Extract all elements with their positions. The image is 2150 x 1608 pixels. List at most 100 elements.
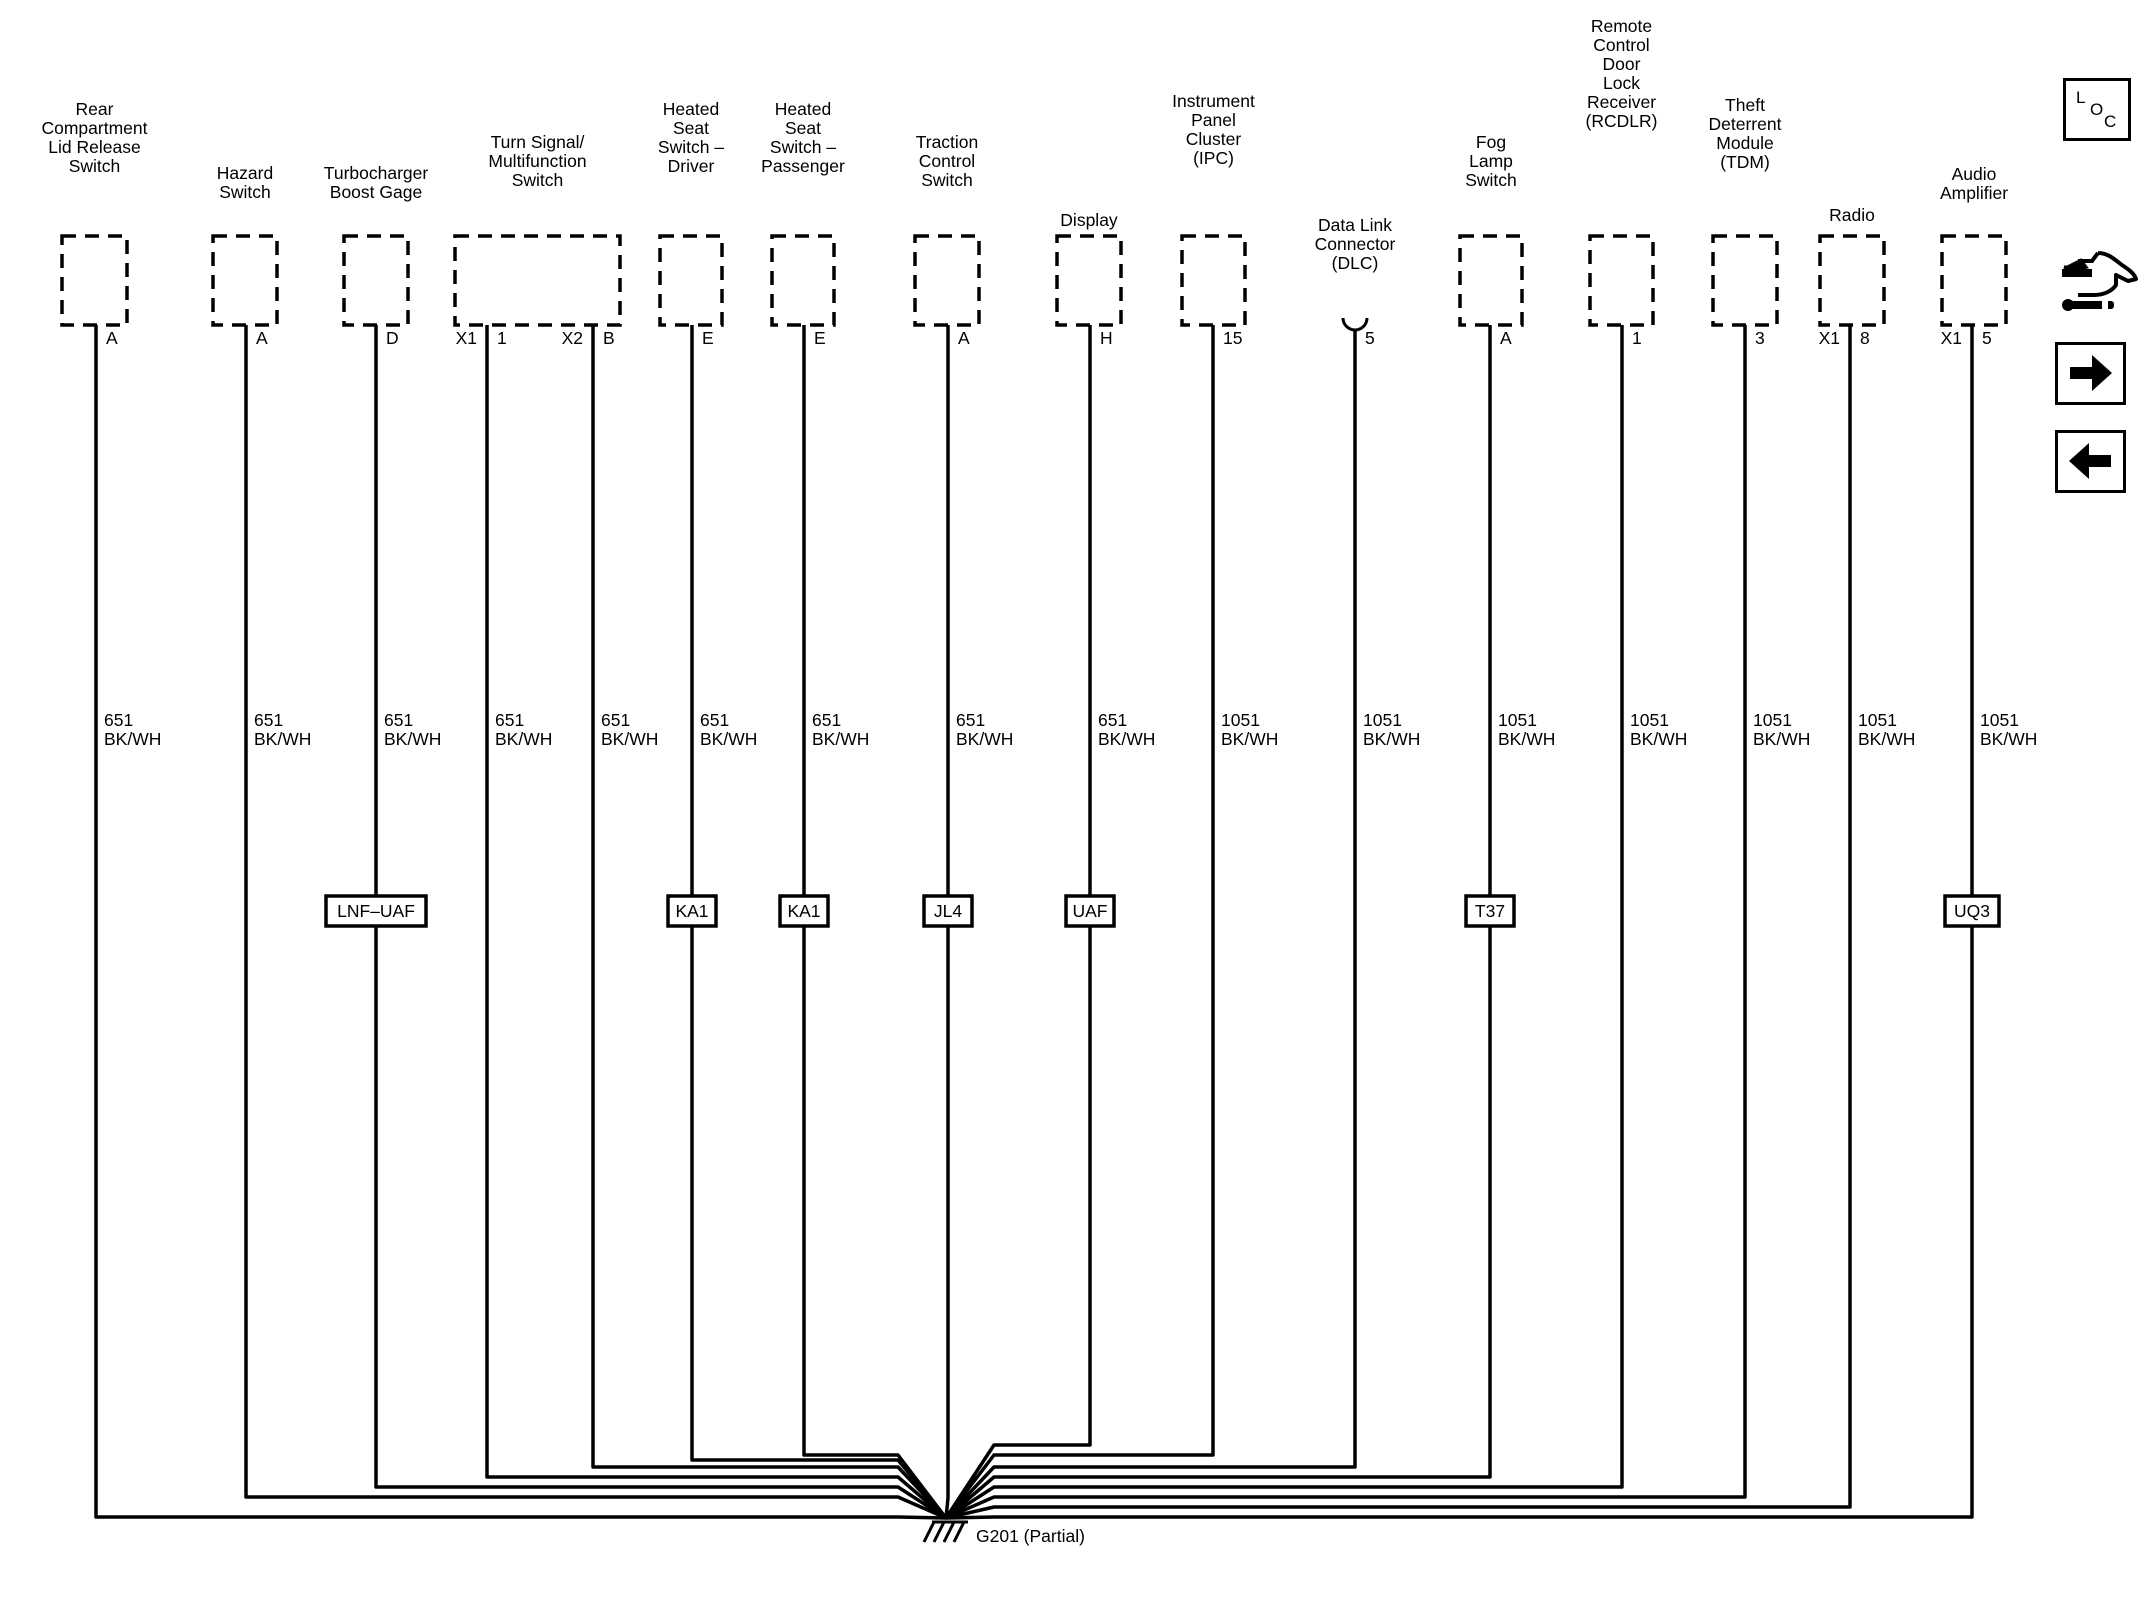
fog-lamp-switch-name-line-1: Lamp <box>1469 151 1513 171</box>
turbocharger-boost-gage-wire-0 <box>374 325 947 1520</box>
data-link-connector-wire-0 <box>944 330 1357 1520</box>
theft-deterrent-module-pin-label-0: 3 <box>1755 328 1765 348</box>
turn-signal-multifunction-switch-pin-connector-0: X1 <box>456 328 477 348</box>
remote-control-door-lock-receiver-wire-0 <box>945 325 1624 1520</box>
turbocharger-boost-gage-option-tag <box>324 894 428 928</box>
radio-box <box>1818 234 1886 327</box>
traction-control-switch-box <box>913 234 981 327</box>
rear-compartment-lid-release-switch-name-line-2: Lid Release <box>48 137 140 157</box>
arrow-left-icon <box>2069 443 2111 479</box>
instrument-panel-cluster-circuit-number-0: 1051 <box>1221 710 1260 730</box>
turn-signal-multifunction-switch-pin-label-1: B <box>603 328 615 348</box>
turbocharger-boost-gage-name-line-1: Boost Gage <box>330 182 422 202</box>
audio-amplifier-circuit-number-0: 1051 <box>1980 710 2019 730</box>
remote-control-door-lock-receiver-name-line-5: (RCDLR) <box>1586 111 1658 131</box>
turbocharger-boost-gage-circuit-number-0: 651 <box>384 710 413 730</box>
turbocharger-boost-gage-option-code: LNF–UAF <box>337 901 415 921</box>
loc-button[interactable]: L O C <box>2063 78 2131 141</box>
theft-deterrent-module-box <box>1711 234 1779 327</box>
heated-seat-switch-passenger-name-line-0: Heated <box>775 99 831 119</box>
data-link-connector-pin-label-0: 5 <box>1365 328 1375 348</box>
audio-amplifier-pin-connector-0: X1 <box>1941 328 1962 348</box>
turbocharger-boost-gage-name-line-0: Turbocharger <box>324 163 429 183</box>
radio-circuit-color-0: BK/WH <box>1858 729 1915 749</box>
turn-signal-multifunction-switch-pin-connector-1: X2 <box>562 328 583 348</box>
hazard-switch-name-line-0: Hazard <box>217 163 273 183</box>
radio-circuit-number-0: 1051 <box>1858 710 1897 730</box>
turn-signal-multifunction-switch-wire-0 <box>485 325 948 1520</box>
display-option-code: UAF <box>1073 901 1108 921</box>
instrument-panel-cluster-circuit-color-0: BK/WH <box>1221 729 1278 749</box>
hazard-switch-circuit-number-0: 651 <box>254 710 283 730</box>
display-wire-0 <box>944 325 1092 1519</box>
theft-deterrent-module-name-line-3: (TDM) <box>1720 152 1770 172</box>
rear-compartment-lid-release-switch-name-line-1: Compartment <box>41 118 147 138</box>
traction-control-switch-wire-0 <box>944 325 950 1519</box>
theft-deterrent-module-name-line-2: Module <box>1716 133 1773 153</box>
turn-signal-multifunction-switch-pin-label-0: 1 <box>497 328 507 348</box>
fog-lamp-switch-circuit-color-0: BK/WH <box>1498 729 1555 749</box>
data-link-connector-name-line-2: (DLC) <box>1332 253 1379 273</box>
audio-amplifier-name-line-1: Amplifier <box>1940 183 2008 203</box>
heated-seat-switch-passenger-name-line-2: Switch – <box>770 137 836 157</box>
heated-seat-switch-driver-option-tag <box>666 894 718 928</box>
heated-seat-switch-passenger-wire-0 <box>802 325 948 1520</box>
heated-seat-switch-driver-name-line-2: Switch – <box>658 137 724 157</box>
remote-control-door-lock-receiver-box <box>1588 234 1655 327</box>
ground-hatch-0 <box>922 1521 936 1543</box>
radio-pin-connector-0: X1 <box>1819 328 1840 348</box>
ground-hatch-2 <box>942 1521 956 1543</box>
instrument-panel-cluster-box <box>1180 234 1247 327</box>
fog-lamp-switch-pin-label-0: A <box>1500 328 1512 348</box>
heated-seat-switch-passenger-name-line-3: Passenger <box>761 156 845 176</box>
remote-control-door-lock-receiver-pin-label-0: 1 <box>1632 328 1642 348</box>
turn-signal-multifunction-switch-name-line-0: Turn Signal/ <box>491 132 585 152</box>
traction-control-switch-circuit-number-0: 651 <box>956 710 985 730</box>
turbocharger-boost-gage-circuit-color-0: BK/WH <box>384 729 441 749</box>
theft-deterrent-module-name-line-1: Deterrent <box>1709 114 1782 134</box>
turbocharger-boost-gage-box <box>342 234 410 327</box>
rear-compartment-lid-release-switch-name-line-3: Switch <box>69 156 121 176</box>
heated-seat-switch-passenger-box <box>770 234 836 327</box>
traction-control-switch-circuit-color-0: BK/WH <box>956 729 1013 749</box>
instrument-panel-cluster-wire-0 <box>944 325 1215 1520</box>
heated-seat-switch-passenger-option-code: KA1 <box>787 901 820 921</box>
turn-signal-multifunction-switch-circuit-color-1: BK/WH <box>601 729 658 749</box>
data-link-connector-circuit-number-0: 1051 <box>1363 710 1402 730</box>
traction-control-switch-name-line-0: Traction <box>916 132 979 152</box>
fog-lamp-switch-option-tag <box>1464 894 1516 928</box>
loc-letter-o: O <box>2090 100 2103 119</box>
radio-pin-label-0: 8 <box>1860 328 1870 348</box>
display-name-line-0: Display <box>1060 210 1118 230</box>
loc-letter-l: L <box>2076 88 2085 107</box>
instrument-panel-cluster-name-line-2: Cluster <box>1186 129 1242 149</box>
heated-seat-switch-driver-name-line-3: Driver <box>668 156 715 176</box>
display-option-tag <box>1064 894 1116 928</box>
heated-seat-switch-driver-circuit-number-0: 651 <box>700 710 729 730</box>
audio-amplifier-box <box>1940 234 2008 327</box>
service-button[interactable] <box>2058 245 2138 325</box>
remote-control-door-lock-receiver-name-line-1: Control <box>1593 35 1649 55</box>
data-link-connector-connector-symbol <box>1341 317 1369 332</box>
theft-deterrent-module-wire-0 <box>945 325 1747 1520</box>
traction-control-switch-option-code: JL4 <box>934 901 962 921</box>
wrench-hand-icon <box>2062 251 2138 313</box>
theft-deterrent-module-circuit-number-0: 1051 <box>1753 710 1792 730</box>
turn-signal-multifunction-switch-wire-1 <box>591 325 948 1520</box>
heated-seat-switch-passenger-circuit-color-0: BK/WH <box>812 729 869 749</box>
display-circuit-color-0: BK/WH <box>1098 729 1155 749</box>
instrument-panel-cluster-name-line-0: Instrument <box>1172 91 1255 111</box>
turbocharger-boost-gage-pin-label-0: D <box>386 328 399 348</box>
forward-button[interactable] <box>2055 342 2126 405</box>
fog-lamp-switch-name-line-0: Fog <box>1476 132 1506 152</box>
heated-seat-switch-passenger-pin-label-0: E <box>814 328 826 348</box>
fog-lamp-switch-wire-0 <box>944 325 1492 1520</box>
rear-compartment-lid-release-switch-pin-label-0: A <box>106 328 118 348</box>
rear-compartment-lid-release-switch-circuit-color-0: BK/WH <box>104 729 161 749</box>
instrument-panel-cluster-pin-label-0: 15 <box>1223 328 1242 348</box>
rear-compartment-lid-release-switch-wire-0 <box>94 325 947 1520</box>
audio-amplifier-circuit-color-0: BK/WH <box>1980 729 2037 749</box>
back-button[interactable] <box>2055 430 2126 493</box>
